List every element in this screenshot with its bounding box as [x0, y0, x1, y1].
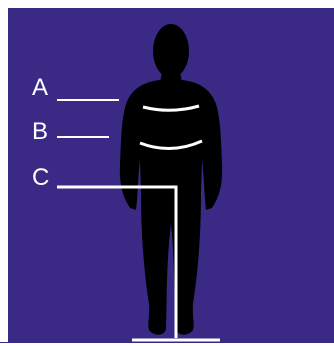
body-measurement-diagram	[4, 4, 334, 346]
label-c: C	[32, 166, 49, 190]
label-a: A	[32, 76, 48, 100]
label-b: B	[32, 120, 48, 144]
